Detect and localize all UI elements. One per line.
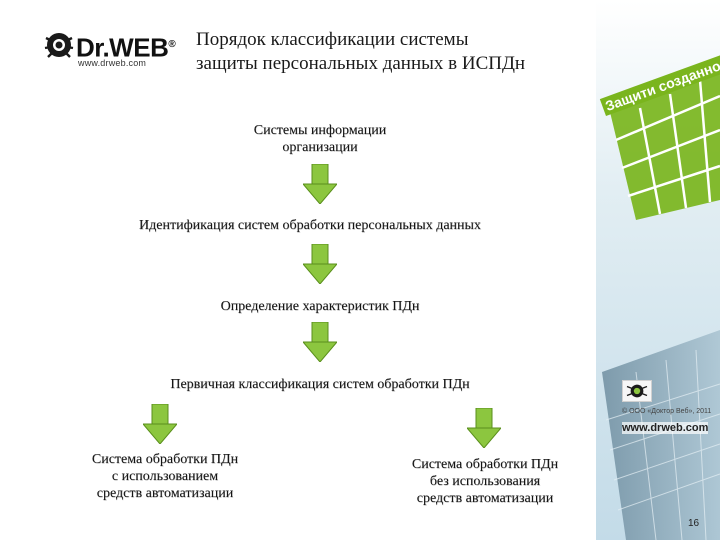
- flow-node-information-systems: Системы информации организации: [253, 123, 387, 155]
- flow-node-primary-classification: Первичная классификация систем обработки…: [170, 377, 470, 392]
- flow-node-identification: Идентификация систем обработки персональ…: [139, 218, 481, 233]
- down-arrow-icon: [467, 408, 501, 448]
- flow-node-characteristics: Определение характеристик ПДн: [220, 299, 420, 314]
- spider-logo-icon: [44, 33, 74, 58]
- page-number: 16: [688, 518, 700, 529]
- slide-title: Порядок классификации системы защиты пер…: [196, 29, 526, 74]
- down-arrow-icon: [303, 164, 337, 204]
- logo-url: www.drweb.com: [78, 58, 147, 68]
- small-spider-logo-icon: [622, 380, 652, 402]
- down-arrow-icon: [303, 244, 337, 284]
- flow-node-automated: Система обработки ПДн с использованием с…: [91, 452, 239, 501]
- down-arrow-icon: [143, 404, 177, 444]
- down-arrow-icon: [303, 322, 337, 362]
- drweb-logo: Dr.WEB® www.drweb.com: [44, 28, 180, 72]
- flow-node-non-automated: Система обработки ПДн без использования …: [411, 457, 559, 506]
- logo-wordmark: Dr.WEB®: [76, 32, 176, 63]
- footer-branding: © ООО «Доктор Веб», 2011 www.drweb.com: [622, 380, 718, 440]
- footer-url: www.drweb.com: [622, 422, 709, 434]
- copyright-text: © ООО «Доктор Веб», 2011: [622, 408, 712, 415]
- tagline: Защити созданное: [599, 42, 720, 122]
